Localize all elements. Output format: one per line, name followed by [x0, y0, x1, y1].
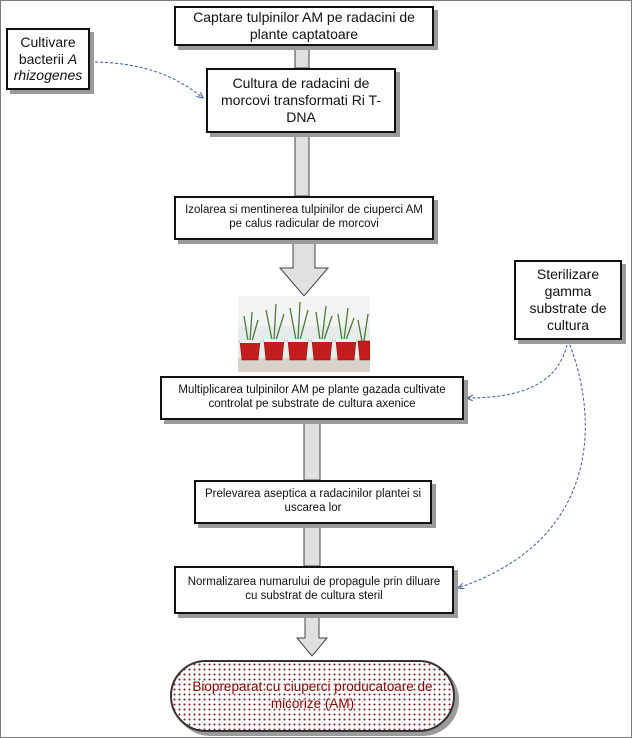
shaft-5	[303, 523, 321, 567]
step-2-box: Cultura de radacini de morcovi transform…	[206, 68, 396, 133]
step-4-box: Multiplicarea tulpinilor AM pe plante ga…	[160, 376, 464, 420]
step-3-text: Izolarea si mentinerea tulpinilor de ciu…	[185, 204, 423, 230]
shaft-2	[294, 132, 310, 197]
potted-plants-photo	[238, 296, 370, 372]
side-box-cultivare-text: Cultivare bacterii A rhizogenes	[13, 33, 83, 84]
block-arrow-3	[278, 239, 330, 297]
step-1-box: Captare tulpinilor AM pe radacini de pla…	[174, 6, 434, 46]
block-arrow-6	[295, 613, 329, 657]
step-5-text: Prelevarea aseptica a radacinilor plante…	[204, 488, 422, 514]
side-box-sterilizare: Sterilizare gamma substrate de cultura	[514, 260, 622, 340]
step-6-text: Normalizarea numarului de propagule prin…	[187, 576, 441, 602]
shaft-1	[294, 45, 310, 69]
step-1-text: Captare tulpinilor AM pe radacini de pla…	[193, 9, 415, 42]
step-4-text: Multiplicarea tulpinilor AM pe plante ga…	[178, 384, 446, 410]
step-2-text: Cultura de radacini de morcovi transform…	[221, 75, 381, 125]
dashed-connector-right-1	[467, 339, 569, 398]
final-product-text: Biopreparat cu ciuperci producatoare de …	[192, 679, 433, 711]
final-product-oval: Biopreparat cu ciuperci producatoare de …	[170, 660, 455, 732]
side-box-cultivare: Cultivare bacterii A rhizogenes	[6, 28, 90, 90]
shaft-4	[303, 419, 321, 481]
side-box-sterilizare-text: Sterilizare gamma substrate de cultura	[529, 266, 607, 333]
dashed-connector-left	[89, 61, 203, 98]
step-5-box: Prelevarea aseptica a radacinilor plante…	[194, 480, 432, 524]
step-6-box: Normalizarea numarului de propagule prin…	[174, 566, 454, 614]
step-3-box: Izolarea si mentinerea tulpinilor de ciu…	[174, 196, 434, 240]
dashed-connector-right-2	[458, 339, 586, 588]
